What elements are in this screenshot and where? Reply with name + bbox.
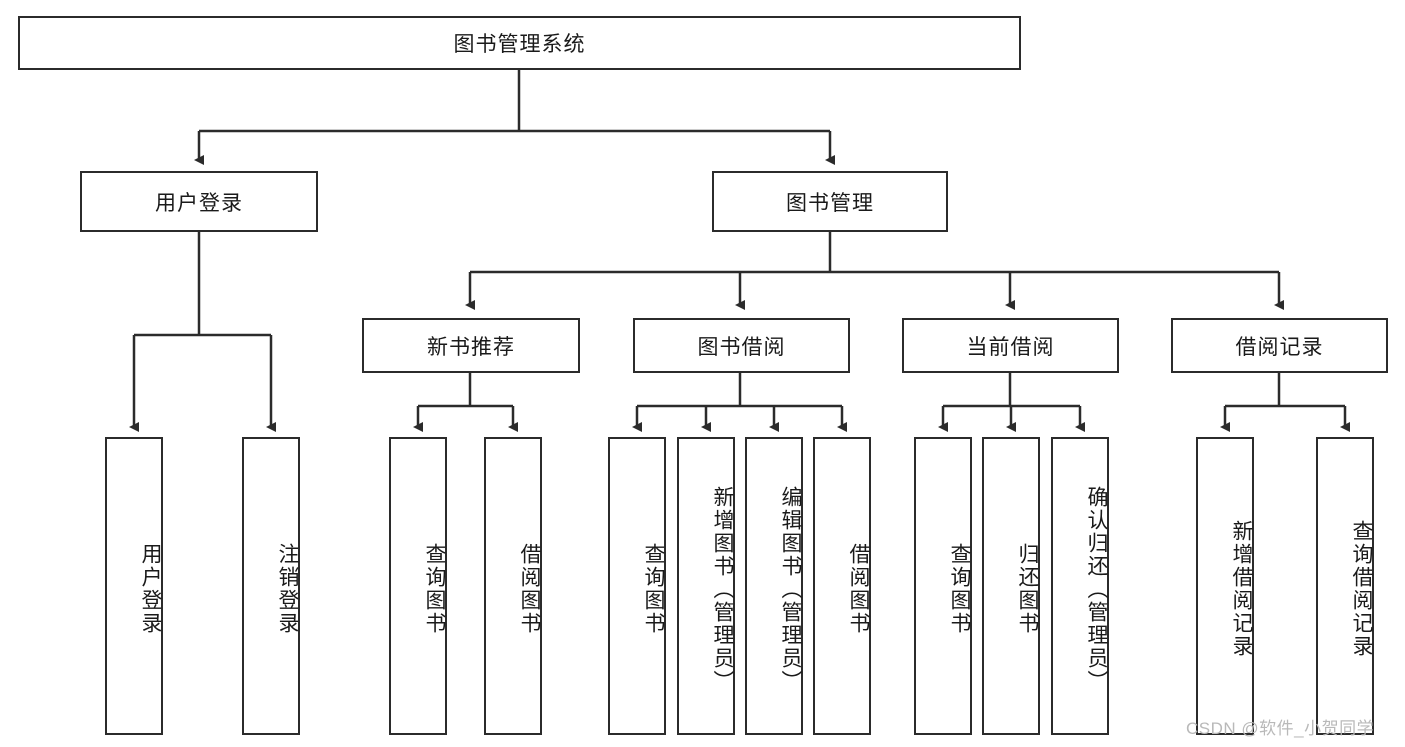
node-leaf-query-book-3[interactable]: 查询图书 — [914, 437, 972, 735]
node-leaf-add-record-label: 新增借阅记录 — [1230, 520, 1253, 658]
node-leaf-query-book-2-label: 查询图书 — [642, 543, 665, 635]
node-book-borrow-label: 图书借阅 — [697, 335, 786, 359]
node-leaf-query-record[interactable]: 查询借阅记录 — [1316, 437, 1374, 735]
node-new-book-recommend[interactable]: 新书推荐 — [362, 318, 580, 373]
node-borrow-record-label: 借阅记录 — [1235, 335, 1324, 359]
node-leaf-add-book[interactable]: 新增图书（管理员） — [677, 437, 735, 735]
node-leaf-query-book-1-label: 查询图书 — [423, 543, 446, 635]
node-root[interactable]: 图书管理系统 — [18, 16, 1021, 70]
node-root-label: 图书管理系统 — [453, 33, 586, 56]
node-leaf-user-login[interactable]: 用户登录 — [105, 437, 163, 735]
node-leaf-borrow-book-2[interactable]: 借阅图书 — [813, 437, 871, 735]
node-leaf-edit-book-label: 编辑图书（管理员） — [779, 485, 802, 693]
node-leaf-logout-label: 注销登录 — [276, 543, 299, 635]
node-leaf-return-book-label: 归还图书 — [1016, 543, 1039, 635]
node-leaf-borrow-book-2-label: 借阅图书 — [847, 543, 870, 635]
node-leaf-confirm-return[interactable]: 确认归还（管理员） — [1051, 437, 1109, 735]
node-leaf-add-book-label: 新增图书（管理员） — [711, 485, 734, 693]
node-leaf-logout[interactable]: 注销登录 — [242, 437, 300, 735]
node-leaf-query-book-1[interactable]: 查询图书 — [389, 437, 447, 735]
node-leaf-user-login-label: 用户登录 — [139, 543, 162, 635]
node-leaf-borrow-book-1[interactable]: 借阅图书 — [484, 437, 542, 735]
node-leaf-query-book-3-label: 查询图书 — [948, 543, 971, 635]
node-borrow-record[interactable]: 借阅记录 — [1171, 318, 1388, 373]
node-leaf-query-book-2[interactable]: 查询图书 — [608, 437, 666, 735]
node-new-book-recommend-label: 新书推荐 — [427, 335, 515, 359]
node-book-borrow[interactable]: 图书借阅 — [633, 318, 850, 373]
node-user-login-label: 用户登录 — [155, 191, 243, 215]
node-book-manage[interactable]: 图书管理 — [712, 171, 948, 232]
node-current-borrow-label: 当前借阅 — [966, 335, 1055, 359]
node-current-borrow[interactable]: 当前借阅 — [902, 318, 1119, 373]
node-leaf-edit-book[interactable]: 编辑图书（管理员） — [745, 437, 803, 735]
node-leaf-borrow-book-1-label: 借阅图书 — [518, 543, 541, 635]
node-leaf-add-record[interactable]: 新增借阅记录 — [1196, 437, 1254, 735]
node-leaf-return-book[interactable]: 归还图书 — [982, 437, 1040, 735]
node-leaf-confirm-return-label: 确认归还（管理员） — [1085, 485, 1108, 693]
node-book-manage-label: 图书管理 — [786, 191, 874, 215]
node-user-login[interactable]: 用户登录 — [80, 171, 318, 232]
csdn-watermark: CSDN @软件_小贺同学 — [1186, 719, 1375, 738]
node-leaf-query-record-label: 查询借阅记录 — [1350, 520, 1373, 658]
